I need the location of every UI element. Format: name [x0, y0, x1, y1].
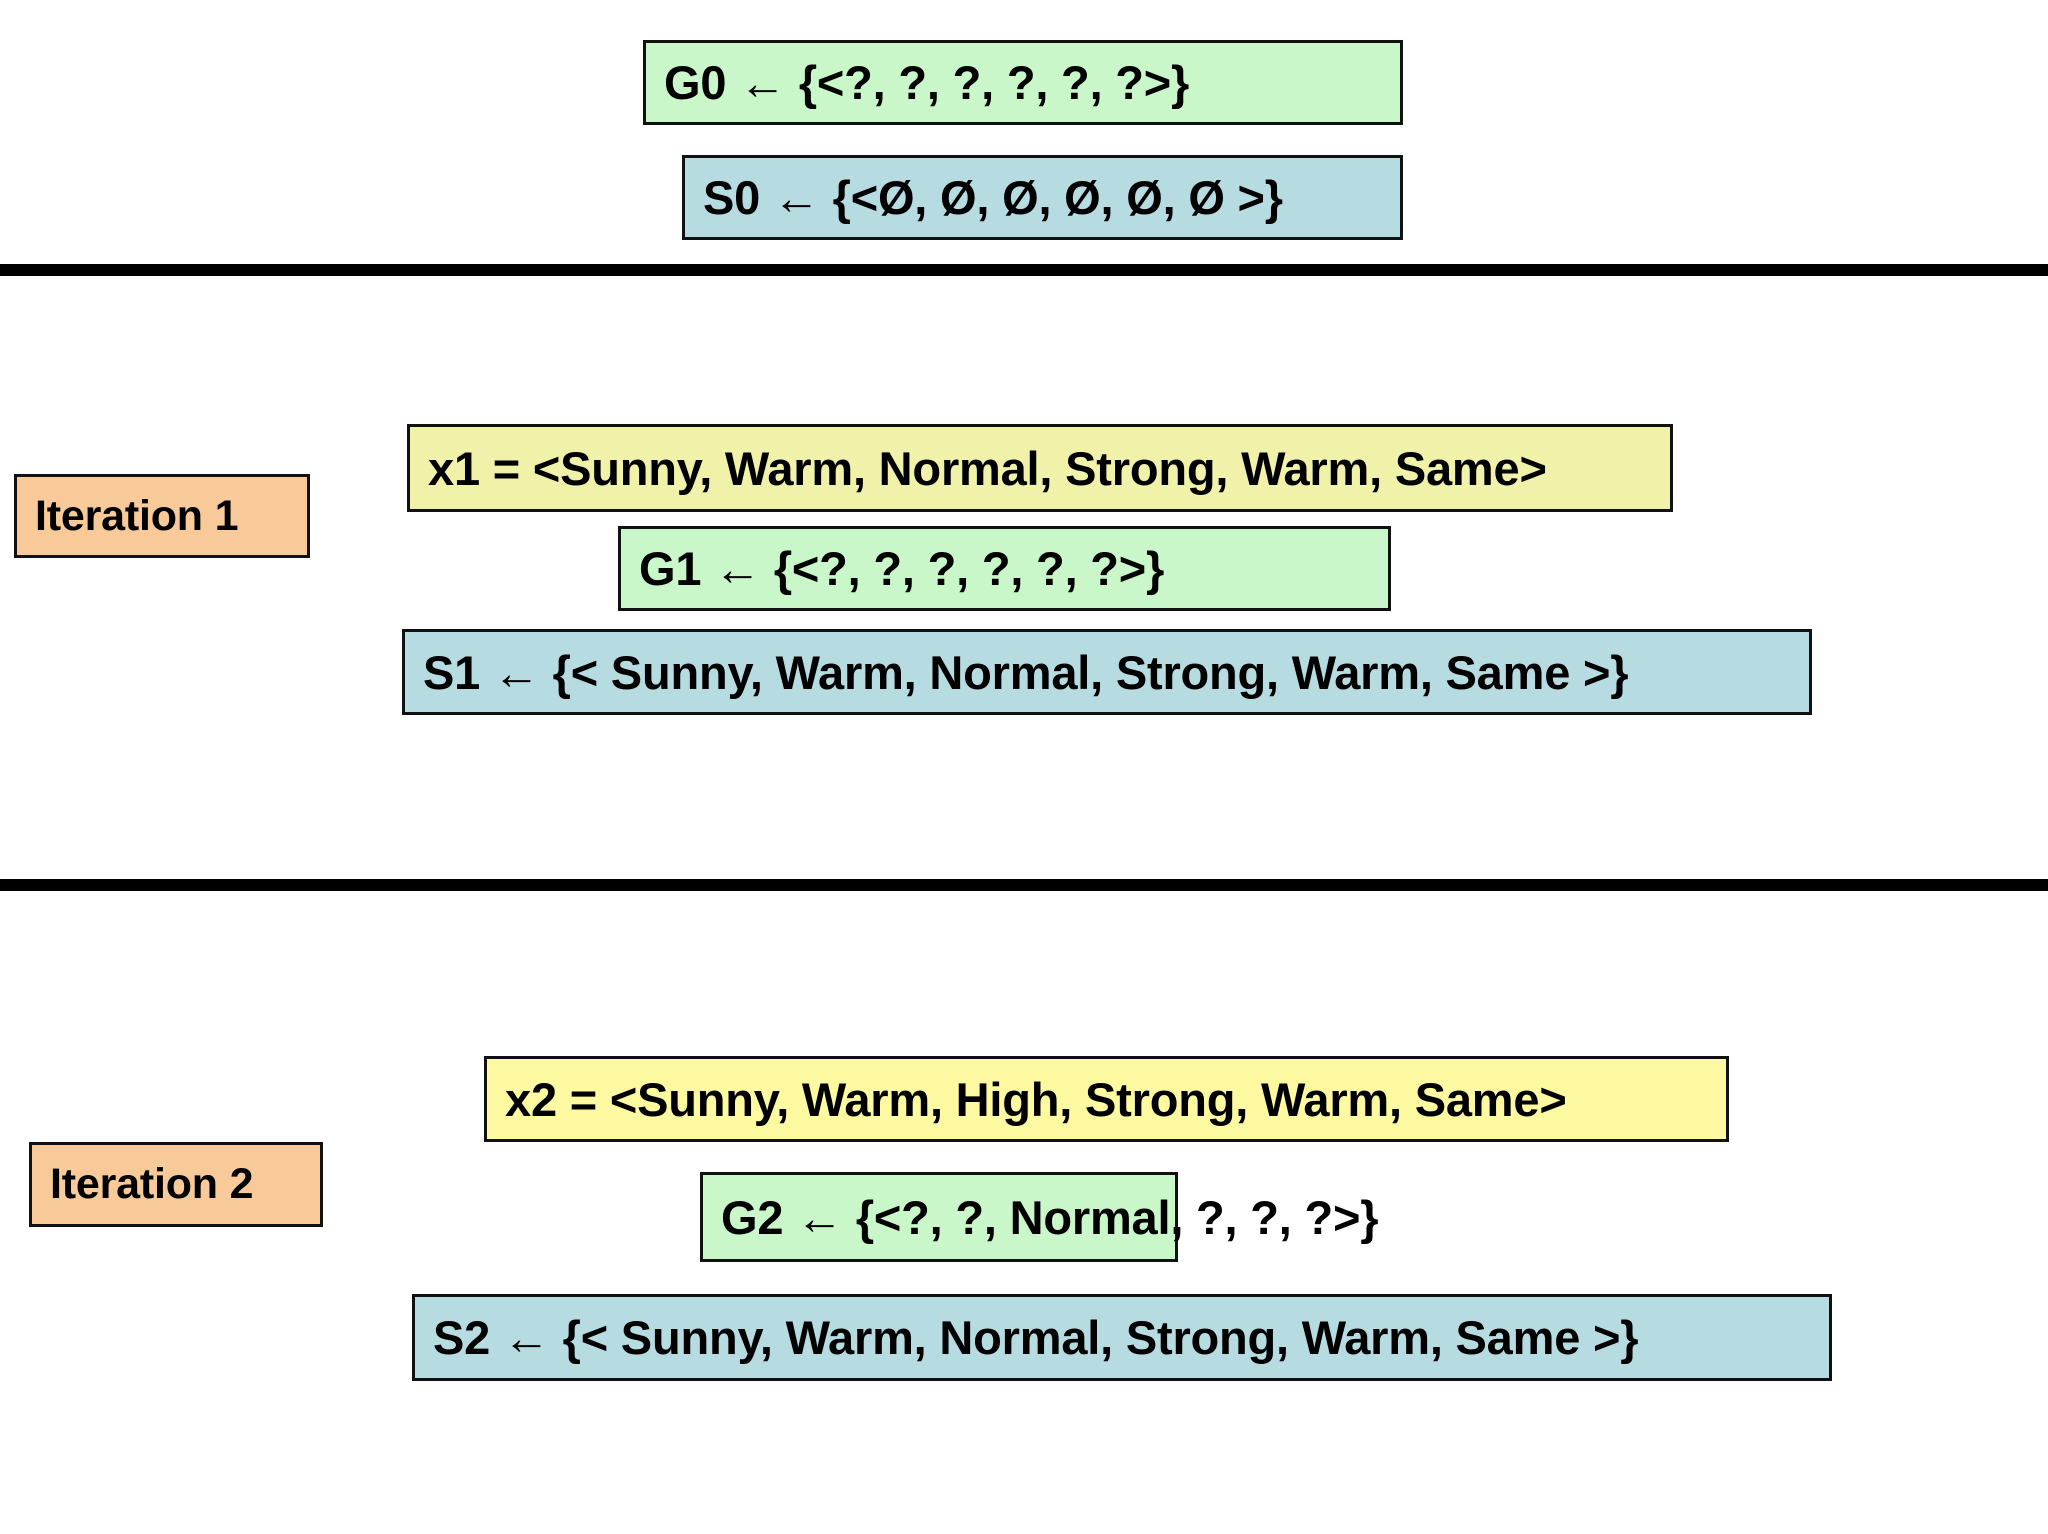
iteration-2-general-boundary-box: G2 ← {<?, ?, Normal, ?, ?, ?>}: [700, 1172, 1379, 1262]
iteration-2-example-box: x2 = <Sunny, Warm, High, Strong, Warm, S…: [484, 1056, 1729, 1142]
iteration-2-badge-label: Iteration 2: [50, 1160, 254, 1208]
section-divider-1: [0, 264, 2048, 276]
iteration-1-specific-boundary-label: S1 ← {< Sunny, Warm, Normal, Strong, War…: [423, 645, 1629, 699]
iteration-2-specific-boundary-label: S2 ← {< Sunny, Warm, Normal, Strong, War…: [433, 1311, 1639, 1364]
iteration-2-example-label: x2 = <Sunny, Warm, High, Strong, Warm, S…: [505, 1072, 1567, 1126]
iteration-2-badge: Iteration 2: [29, 1142, 323, 1227]
section-divider-2: [0, 879, 2048, 891]
initial-specific-boundary-label: S0 ← {<Ø, Ø, Ø, Ø, Ø, Ø >}: [703, 171, 1283, 224]
iteration-1-badge: Iteration 1: [14, 474, 310, 558]
iteration-1-general-boundary-box: G1 ← {<?, ?, ?, ?, ?, ?>}: [618, 526, 1391, 611]
iteration-1-specific-boundary-box: S1 ← {< Sunny, Warm, Normal, Strong, War…: [402, 629, 1812, 715]
iteration-2-general-boundary-label: G2 ← {<?, ?, Normal, ?, ?, ?>}: [721, 1190, 1379, 1244]
iteration-1-badge-label: Iteration 1: [35, 491, 239, 540]
iteration-1-example-box: x1 = <Sunny, Warm, Normal, Strong, Warm,…: [407, 424, 1673, 512]
initial-general-boundary-box: G0 ← {<?, ?, ?, ?, ?, ?>}: [643, 40, 1403, 125]
iteration-1-example-label: x1 = <Sunny, Warm, Normal, Strong, Warm,…: [428, 441, 1547, 495]
initial-specific-boundary-box: S0 ← {<Ø, Ø, Ø, Ø, Ø, Ø >}: [682, 155, 1403, 240]
iteration-2-specific-boundary-box: S2 ← {< Sunny, Warm, Normal, Strong, War…: [412, 1294, 1832, 1381]
initial-general-boundary-label: G0 ← {<?, ?, ?, ?, ?, ?>}: [664, 56, 1190, 109]
iteration-1-general-boundary-label: G1 ← {<?, ?, ?, ?, ?, ?>}: [639, 542, 1165, 595]
